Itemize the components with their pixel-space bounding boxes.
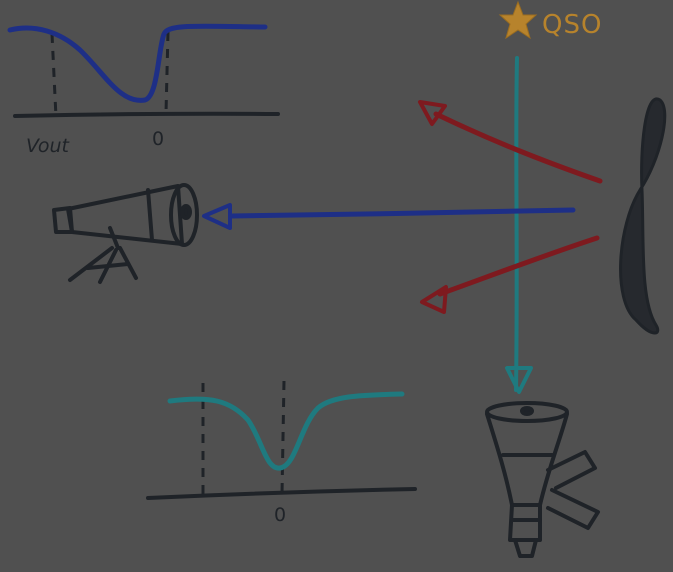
top-absorption-profile	[10, 26, 265, 100]
top-axis-line	[15, 114, 278, 116]
sightline-shaft	[516, 58, 517, 390]
red-arrow-upper-head	[420, 102, 445, 124]
bottom-profile-panel: 0	[148, 381, 415, 526]
bottom-absorption-profile	[170, 394, 402, 468]
telescope-icon	[54, 185, 197, 282]
red-arrow-lower-head	[422, 287, 446, 312]
top-zero-label: 0	[152, 128, 164, 150]
galaxy-edge-icon	[621, 99, 665, 333]
qso-label: QSO	[542, 10, 602, 40]
funnel-telescope-icon	[487, 403, 598, 556]
sightline-arrowhead	[507, 368, 531, 392]
star-icon	[500, 2, 536, 38]
qso-source: QSO	[500, 2, 602, 40]
top-vout-dashed-line	[52, 34, 56, 117]
vout-label: Vout	[26, 135, 71, 157]
top-profile-panel: Vout 0	[10, 26, 278, 157]
bottom-zero-label: 0	[274, 504, 286, 526]
blue-arrow-head	[204, 205, 230, 228]
red-arrows	[420, 102, 600, 312]
qso-sightline	[507, 58, 531, 392]
top-zero-dashed-line	[166, 32, 168, 113]
bottom-zero-dashed-line	[282, 381, 284, 494]
blue-arrow-shaft	[232, 210, 573, 216]
